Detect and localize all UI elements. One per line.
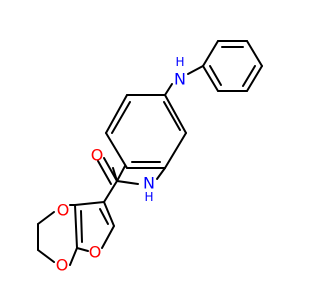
amide-hydrogen-label: H xyxy=(144,190,153,204)
molecule-drawing: N H N H O O O O xyxy=(37,40,263,275)
furan-oxygen-label: O xyxy=(89,243,102,262)
amide-bonds xyxy=(103,165,166,203)
phenyl-ring xyxy=(202,40,263,92)
dioxane-ring xyxy=(37,204,78,266)
carbonyl-oxygen-label: O xyxy=(91,146,104,165)
carbonyl-bond xyxy=(97,157,118,185)
structure-diagram: N H N H O O O O xyxy=(37,40,263,275)
amide-nitrogen-label: N xyxy=(143,174,155,193)
dioxane-oxygen-bottom-label: O xyxy=(56,256,69,275)
amine-hydrogen-label: H xyxy=(175,55,184,69)
furan-ring xyxy=(74,201,115,252)
amine-nitrogen-label: N xyxy=(174,70,186,89)
phenylene-ring xyxy=(105,94,187,169)
amine-bridge-bonds xyxy=(164,65,204,96)
atom-labels: N H N H O O O O xyxy=(56,55,186,275)
dioxane-oxygen-top-label: O xyxy=(57,201,70,220)
